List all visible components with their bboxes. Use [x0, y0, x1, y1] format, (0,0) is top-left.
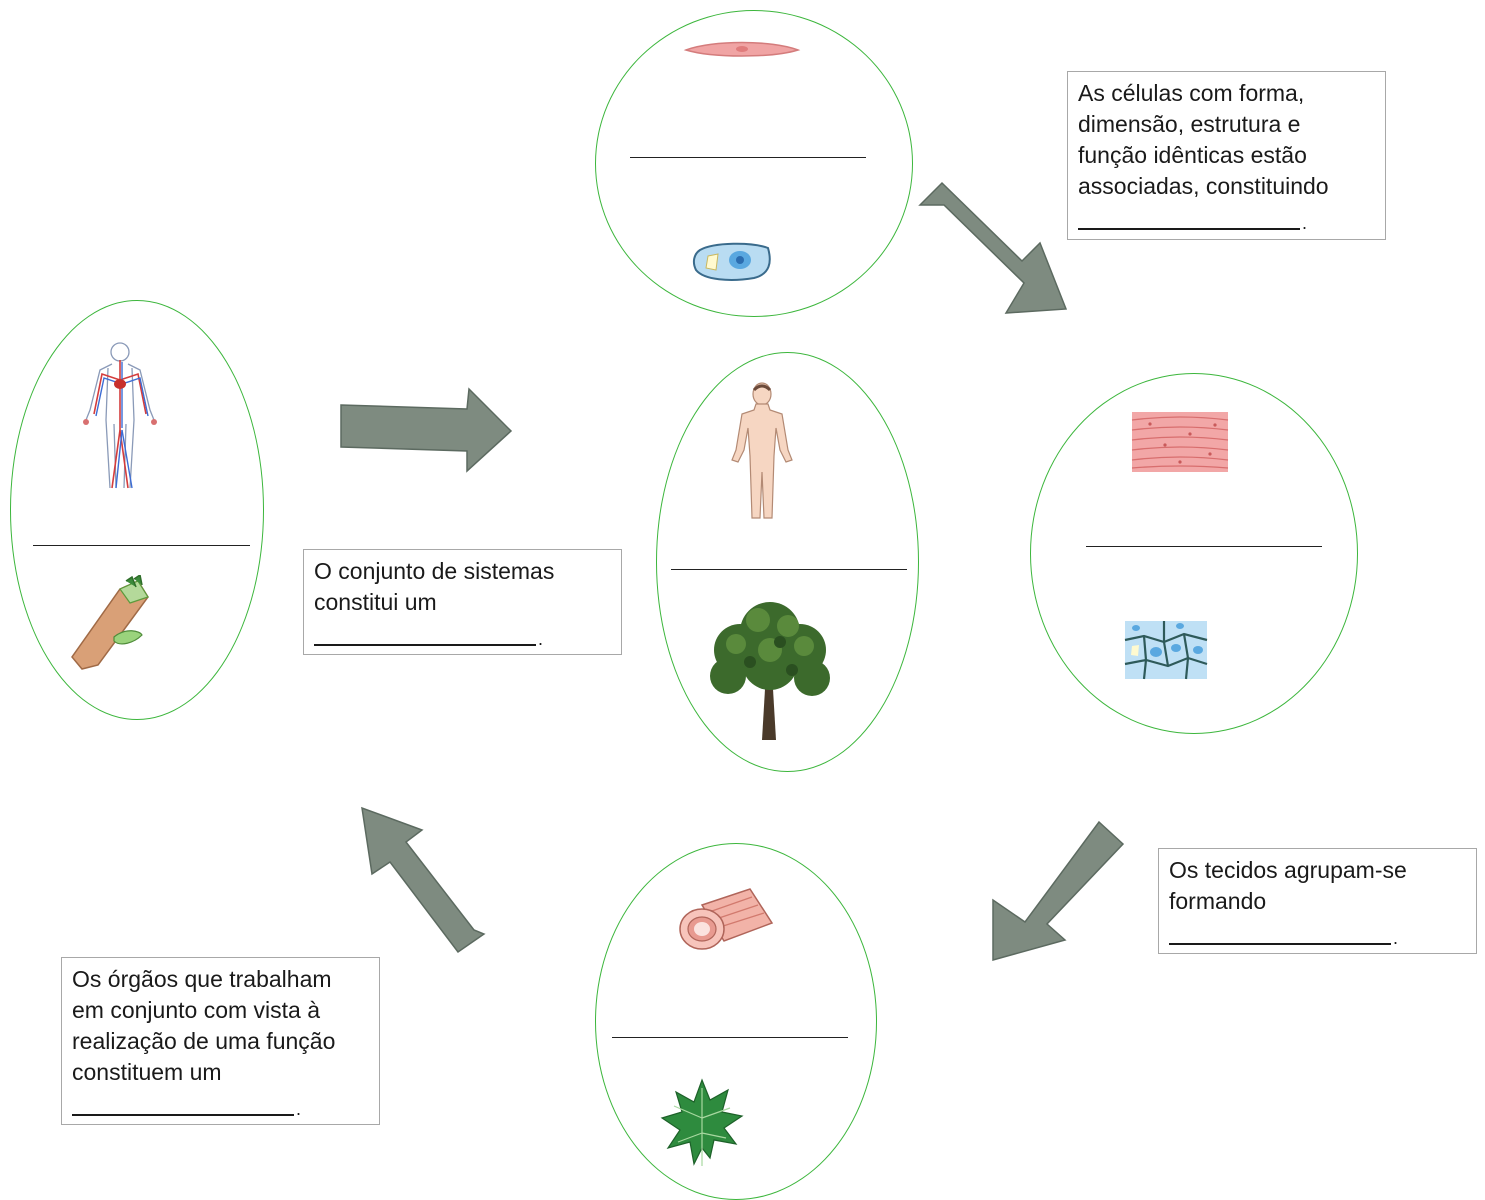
system-definition-box: Os órgãos que trabalham em conjunto com …	[61, 957, 380, 1125]
tissue-blank-terminator: .	[1302, 213, 1308, 233]
organ-definition-box: Os tecidos agrupam-se formando .	[1158, 848, 1477, 954]
cells-ellipse	[595, 10, 913, 317]
cells-answer-line[interactable]	[630, 157, 866, 158]
tissues-ellipse	[1030, 373, 1358, 734]
leaf-icon	[660, 1078, 744, 1166]
muscle-tissue-icon	[1131, 412, 1229, 472]
organ-blank-line	[1169, 943, 1391, 945]
system-definition-text: Os órgãos que trabalham em conjunto com …	[72, 966, 336, 1085]
muscle-cell-icon	[683, 41, 801, 57]
organ-definition-text: Os tecidos agrupam-se formando	[1169, 857, 1407, 914]
human-body-icon	[731, 382, 793, 519]
system-blank-line	[72, 1114, 294, 1116]
tissue-answer-blank[interactable]: .	[1078, 204, 1375, 235]
organ-answer-blank[interactable]: .	[1169, 919, 1466, 950]
organism-definition-box: O conjunto de sistemas constitui um .	[303, 549, 622, 655]
plant-stem-icon	[71, 575, 149, 670]
systems-answer-line[interactable]	[33, 545, 250, 546]
system-blank-terminator: .	[296, 1099, 302, 1119]
circulatory-system-icon	[83, 342, 157, 489]
arrow-systems-to-organism	[340, 387, 513, 473]
tissue-definition-text: As células com forma, dimensão, estrutur…	[1078, 80, 1329, 199]
organism-ellipse	[656, 352, 919, 772]
organism-answer-blank[interactable]: .	[314, 620, 611, 651]
system-answer-blank[interactable]: .	[72, 1090, 369, 1121]
arrow-cells-to-tissues	[918, 181, 1068, 314]
tissue-definition-box: As células com forma, dimensão, estrutur…	[1067, 71, 1386, 240]
organism-blank-terminator: .	[538, 629, 544, 649]
organism-blank-line	[314, 644, 536, 646]
tissues-answer-line[interactable]	[1086, 546, 1322, 547]
arrow-tissues-to-organs	[992, 820, 1125, 961]
organism-answer-line[interactable]	[671, 569, 907, 570]
plant-cell-icon	[692, 242, 771, 281]
systems-ellipse	[10, 300, 264, 720]
organ-blank-terminator: .	[1393, 928, 1399, 948]
tree-icon	[710, 602, 830, 740]
plant-tissue-icon	[1124, 621, 1208, 680]
organs-answer-line[interactable]	[612, 1037, 848, 1038]
arrow-organs-to-systems	[361, 806, 486, 954]
blood-vessel-icon	[679, 888, 774, 950]
tissue-blank-line	[1078, 228, 1300, 230]
organism-definition-text: O conjunto de sistemas constitui um	[314, 558, 555, 615]
